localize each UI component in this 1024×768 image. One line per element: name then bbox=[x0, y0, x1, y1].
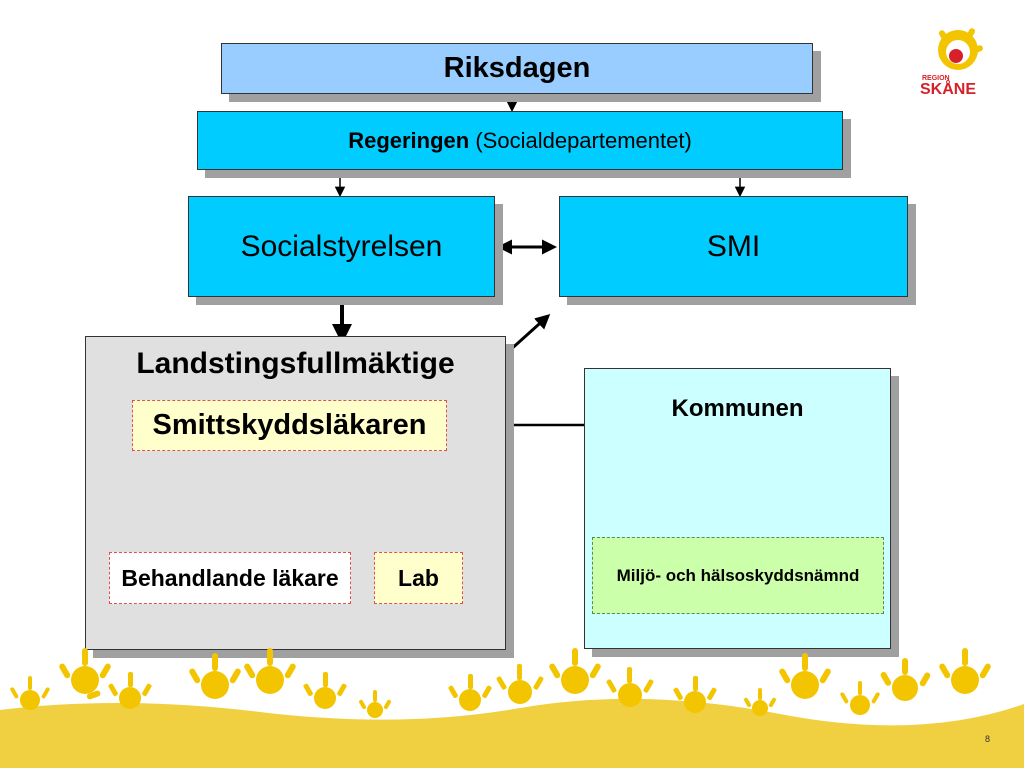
behandlande-lakare-box: Behandlande läkare bbox=[109, 552, 351, 604]
miljo-halsoskyddsnamnd-box: Miljö- och hälsoskyddsnämnd bbox=[592, 537, 884, 614]
riksdagen-label: Riksdagen bbox=[443, 52, 591, 84]
regeringen-box: Regeringen (Socialdepartementet) bbox=[197, 111, 843, 170]
socialdepartementet-label: (Socialdepartementet) bbox=[469, 127, 692, 153]
landstingsfullmaktige-label: Landstingsfullmäktige bbox=[136, 347, 455, 380]
lab-box: Lab bbox=[374, 552, 463, 604]
logo-region-text: REGION bbox=[922, 75, 950, 82]
socialstyrelsen-box: Socialstyrelsen bbox=[188, 196, 495, 297]
behandlande-lakare-label: Behandlande läkare bbox=[121, 564, 339, 591]
smi-box: SMI bbox=[559, 196, 908, 297]
hand-icons bbox=[10, 648, 991, 718]
riksdagen-box: Riksdagen bbox=[221, 43, 813, 94]
socialstyrelsen-label: Socialstyrelsen bbox=[240, 229, 443, 263]
griffin-sun-icon bbox=[938, 28, 983, 70]
logo-skane-text: SKÅNE bbox=[920, 79, 976, 98]
smittskyddslakaren-box: Smittskyddsläkaren bbox=[132, 400, 447, 451]
miljo-halsoskyddsnamnd-label: Miljö- och hälsoskyddsnämnd bbox=[616, 565, 860, 585]
page-number: 8 bbox=[985, 734, 991, 744]
smi-label: SMI bbox=[706, 229, 761, 263]
footer-hands-decoration bbox=[0, 648, 1024, 768]
lab-label: Lab bbox=[398, 564, 439, 591]
kommunen-label: Kommunen bbox=[671, 395, 804, 422]
region-skane-logo: REGION SKÅNE bbox=[920, 28, 983, 98]
smittskyddslakaren-label: Smittskyddsläkaren bbox=[152, 409, 427, 441]
regeringen-label: Regeringen bbox=[348, 127, 470, 153]
